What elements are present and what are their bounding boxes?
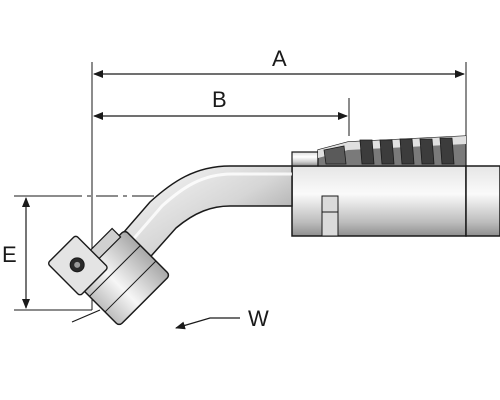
nose-detail bbox=[48, 235, 108, 296]
dimension-w-tick bbox=[71, 309, 101, 323]
socket-collar bbox=[291, 151, 319, 167]
socket-groove bbox=[321, 195, 339, 237]
dimension-e-label: E bbox=[2, 242, 17, 267]
hose-socket bbox=[291, 135, 500, 237]
crimp-ribs bbox=[359, 137, 455, 165]
dimension-b: B bbox=[93, 87, 348, 120]
dimension-e: E bbox=[2, 197, 30, 309]
dimension-a: A bbox=[93, 46, 465, 78]
dimension-w-label: W bbox=[248, 306, 269, 331]
nose-o-ring-center bbox=[74, 261, 81, 268]
dimension-w: W bbox=[71, 306, 269, 331]
socket-extension bbox=[465, 165, 500, 237]
swivel-nut bbox=[71, 227, 170, 326]
dimension-w-leader bbox=[175, 317, 240, 330]
nut-hex-edge-1 bbox=[89, 245, 141, 297]
dimension-a-label: A bbox=[272, 46, 287, 71]
nut-hex-edge-2 bbox=[104, 260, 157, 313]
dimension-b-label: B bbox=[212, 87, 227, 112]
tube-highlight bbox=[108, 172, 292, 267]
crimp-lead bbox=[323, 145, 347, 165]
socket-body bbox=[291, 165, 467, 237]
